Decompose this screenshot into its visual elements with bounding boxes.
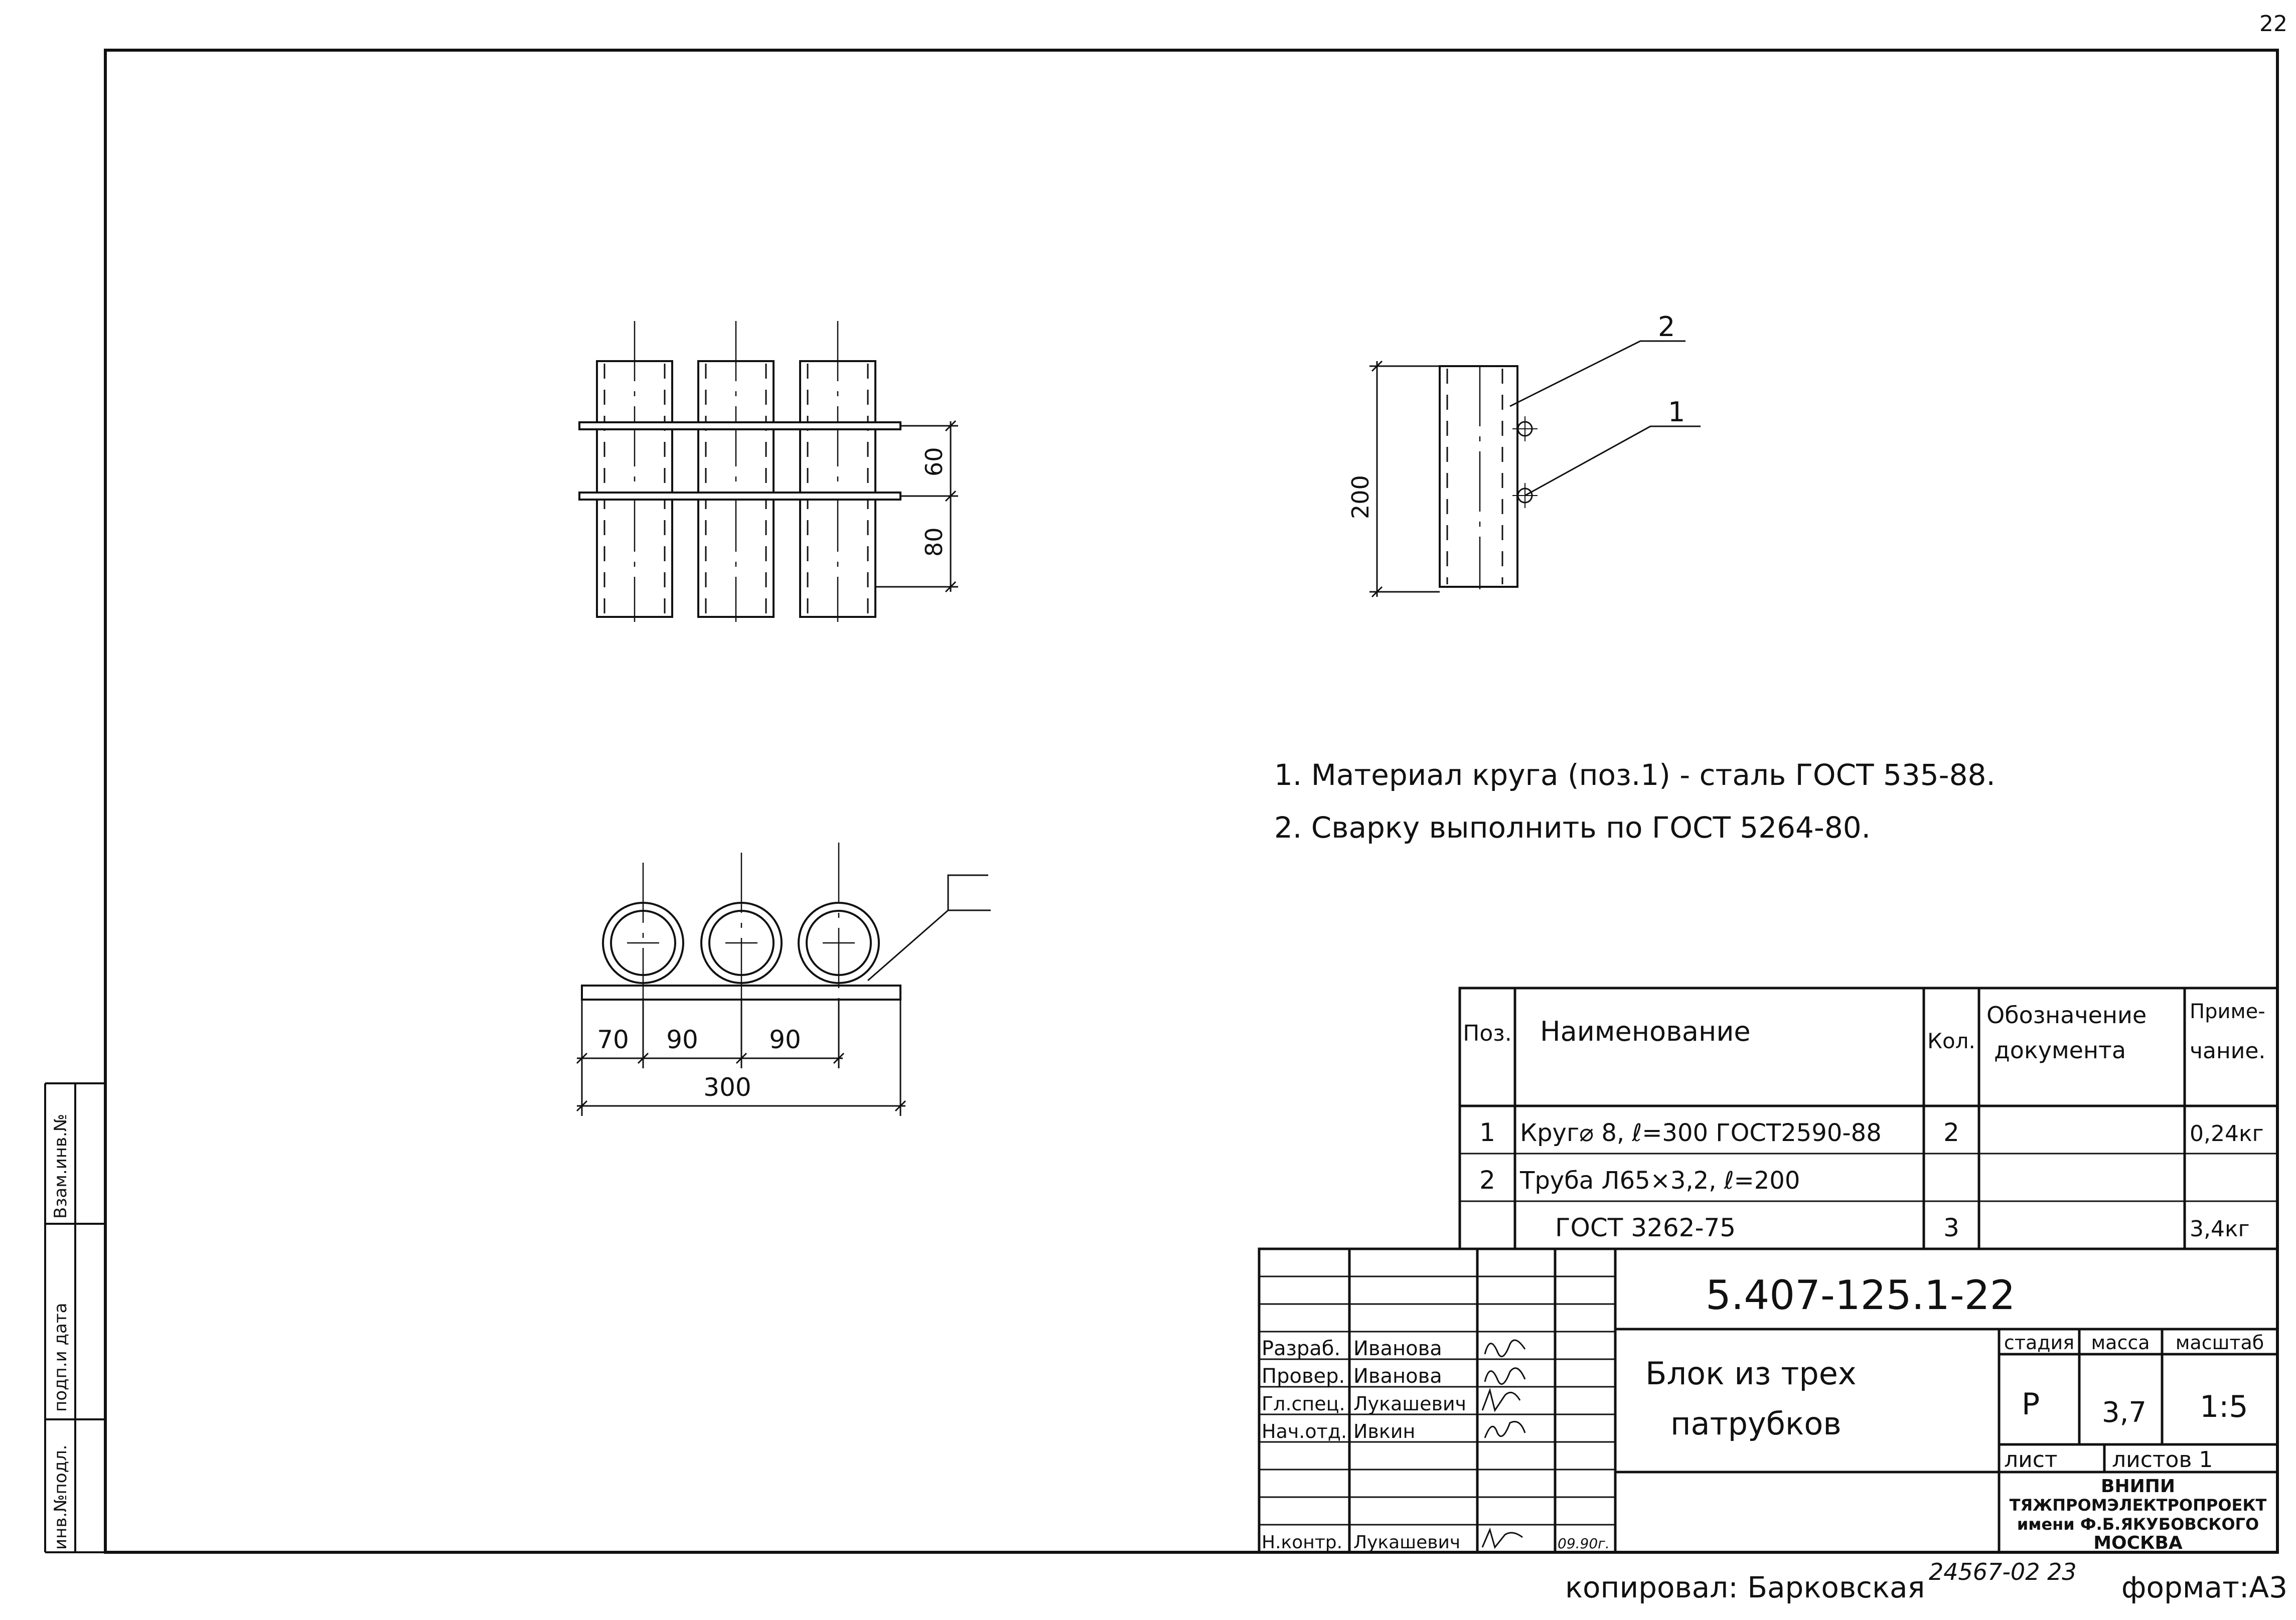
note-2: 2. Сварку выполнить по ГОСТ 5264-80. [1274, 811, 1871, 845]
role-razrab: Разраб. [1262, 1337, 1340, 1360]
dim-90b-label: 90 [769, 1025, 801, 1054]
sheet-label: лист [2004, 1447, 2058, 1473]
plan-dimensions [576, 998, 906, 1116]
side-dimension [1369, 360, 1440, 598]
tube-hidden-lines [603, 364, 869, 614]
side-stamp-vzam-inv: Взам.инв.№ [51, 1114, 71, 1219]
dim-90a-label: 90 [666, 1025, 698, 1054]
copied-by: копировал: Барковская [1565, 1570, 1925, 1604]
org-line-3: имени Ф.Б.ЯКУБОВСКОГО [2017, 1515, 2259, 1534]
org-line-4: МОСКВА [2093, 1533, 2183, 1553]
leader-2-label: 2 [1658, 311, 1675, 343]
notes: 1. Материал круга (поз.1) - сталь ГОСТ 5… [1274, 758, 1996, 845]
format-label: формат:А3 [2121, 1570, 2287, 1604]
front-dimensions [875, 420, 958, 593]
drawing-frame [104, 49, 2279, 1554]
rod-lower [578, 492, 901, 501]
dim-300-label: 300 [703, 1073, 751, 1102]
name-nkontr: Лукашевич [1353, 1532, 1460, 1553]
front-view: 60 80 [578, 321, 958, 622]
mass-value: 3,7 [2102, 1396, 2147, 1429]
scale-value: 1:5 [2200, 1389, 2248, 1424]
spec-header-qty: Кол. [1927, 1029, 1975, 1053]
row1-name: Круг⌀ 8, ℓ=300 ГОСТ2590-88 [1520, 1119, 1882, 1147]
title-line-2: патрубков [1670, 1405, 1842, 1442]
scale-label: масштаб [2176, 1332, 2264, 1354]
stage-value: Р [2022, 1387, 2040, 1422]
leader-1-line [1524, 425, 1701, 497]
role-glspec: Гл.спец. [1262, 1393, 1345, 1415]
spec-header-note-1: Приме- [2190, 1000, 2265, 1023]
corner-sheet-number: 22 [2259, 11, 2287, 37]
role-nachotd: Нач.отд. [1262, 1420, 1347, 1442]
role-nkontr: Н.контр. [1262, 1532, 1342, 1553]
dim-70-label: 70 [597, 1025, 629, 1054]
signature-glspec [1481, 1387, 1521, 1412]
row3-note: 3,4кг [2190, 1216, 2250, 1242]
row1-qty: 2 [1943, 1118, 1959, 1147]
spec-header-note-2: чание. [2190, 1038, 2265, 1064]
name-razrab: Иванова [1353, 1337, 1442, 1360]
side-stamp-box [74, 1082, 106, 1553]
org-line-2: ТЯЖПРОМЭЛЕКТРОПРОЕКТ [2010, 1496, 2267, 1515]
tube-side [1439, 365, 1518, 588]
side-stamp-podp-data: подп.и дата [51, 1303, 71, 1412]
row2-pos: 2 [1479, 1166, 1495, 1195]
sheets-label: листов 1 [2112, 1447, 2213, 1473]
note-1: 1. Материал круга (поз.1) - сталь ГОСТ 5… [1274, 758, 1996, 792]
row3-name: ГОСТ 3262-75 [1555, 1213, 1736, 1242]
name-nachotd: Ивкин [1353, 1420, 1415, 1442]
stage-label: стадия [2004, 1332, 2074, 1354]
weld-leader [867, 874, 988, 982]
row2-name: Труба Л65×3,2, ℓ=200 [1519, 1167, 1800, 1195]
signature-nachotd [1484, 1421, 1526, 1438]
signature-nkontr [1481, 1527, 1523, 1549]
table-row: ГОСТ 3262-75 3 3,4кг [1555, 1213, 2250, 1242]
signatures [1481, 1339, 1526, 1549]
spec-header-pos: Поз. [1463, 1021, 1511, 1046]
leader-1-label: 1 [1668, 396, 1685, 428]
plan-view: 70 90 90 300 [576, 843, 991, 1116]
org-line-1: ВНИПИ [2101, 1476, 2175, 1497]
signature-prover [1484, 1367, 1526, 1385]
spec-table: Поз. Наименование Кол. Обозначение докум… [1458, 987, 2279, 1250]
mass-label: масса [2091, 1332, 2150, 1354]
front-center-lines [634, 321, 839, 622]
side-stamp: инв.№подл. подп.и дата Взам.инв.№ [44, 1082, 106, 1553]
dim-200-label: 200 [1347, 475, 1374, 519]
spec-header-name: Наименование [1540, 1016, 1751, 1047]
people-list: Разраб. Иванова Провер. Иванова Гл.спец.… [1262, 1337, 1610, 1553]
title-block: 5.407-125.1-22 Блок из трех патрубков ст… [1258, 1247, 2279, 1554]
table-row: 1 Круг⌀ 8, ℓ=300 ГОСТ2590-88 2 0,24кг [1479, 1118, 2264, 1147]
role-prover: Провер. [1262, 1365, 1345, 1388]
date-nkontr: 09.90г. [1558, 1535, 1610, 1552]
row1-pos: 1 [1479, 1118, 1495, 1147]
name-glspec: Лукашевич [1353, 1393, 1466, 1415]
side-stamp-inv-podl: инв.№подл. [51, 1444, 71, 1550]
table-row: 2 Труба Л65×3,2, ℓ=200 [1479, 1166, 1800, 1195]
row1-note: 0,24кг [2190, 1121, 2264, 1147]
archive-number: 24567-02 23 [1929, 1558, 2077, 1585]
dim-80-label: 80 [921, 527, 948, 557]
side-view: 200 2 1 [1347, 311, 1701, 598]
spec-header-doc-1: Обозначение [1986, 1002, 2147, 1029]
spec-header-doc-2: документа [1994, 1037, 2126, 1064]
document-code: 5.407-125.1-22 [1706, 1272, 2016, 1319]
title-line-1: Блок из трех [1645, 1355, 1857, 1392]
name-prover: Иванова [1353, 1365, 1442, 1388]
signature-razrab [1484, 1339, 1526, 1358]
leader-2-line [1509, 340, 1686, 407]
dim-60-label: 60 [921, 447, 948, 476]
row3-qty: 3 [1943, 1213, 1959, 1242]
rod-upper [578, 421, 901, 430]
